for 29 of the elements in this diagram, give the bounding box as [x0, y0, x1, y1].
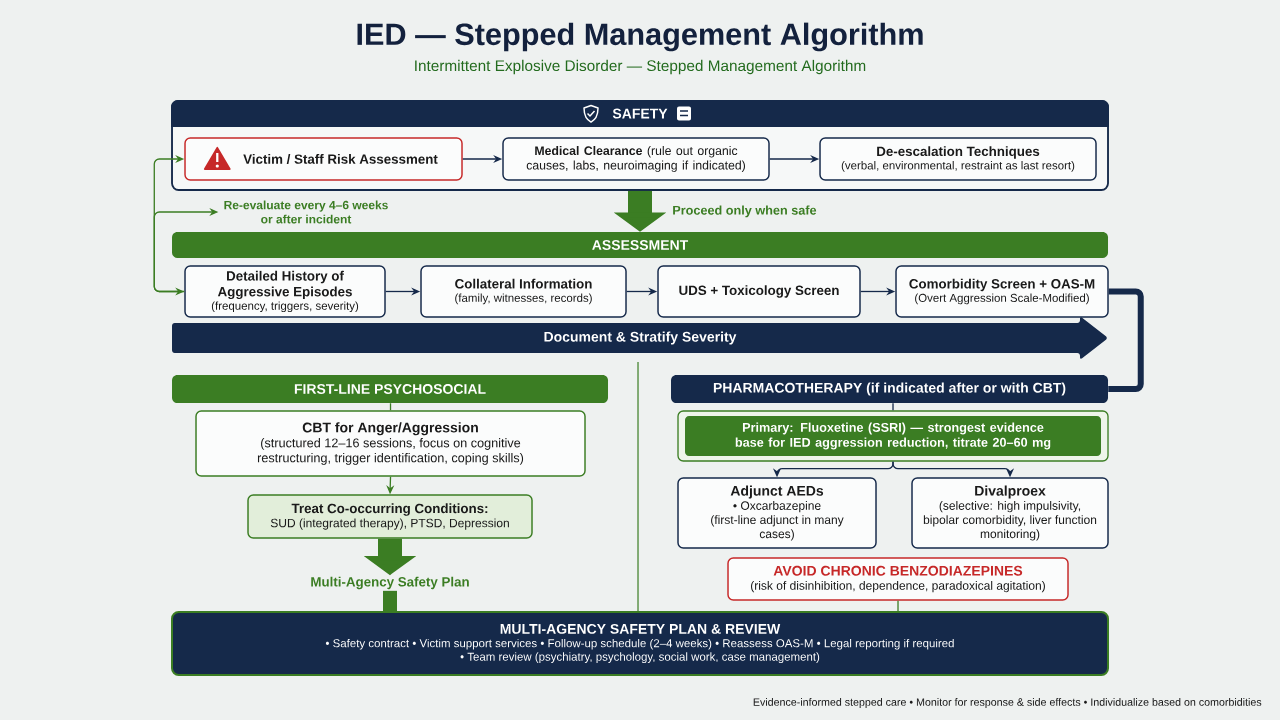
process-box: Victim / Staff Risk Assessment	[184, 137, 463, 181]
warning-box: AVOID CHRONIC BENZODIAZEPINES (risk of disinhibition, dependence, paradoxical agitation)	[727, 557, 1069, 601]
process-box: UDS + Toxicology Screen	[657, 265, 861, 318]
step-label: Multi-Agency Safety Plan	[311, 576, 469, 590]
connector-line	[383, 590, 397, 611]
arrow-banner: Document & Stratify Severity	[172, 317, 1107, 359]
process-box: CBT for Anger/Aggression (structured 12–16 sessions, focus on cognitive restructuring, trigger identification, coping skills)	[195, 410, 586, 477]
process-box: Divalproex (selective: high impulsivity, bipolar comorbidity, liver function monitoring)	[911, 477, 1109, 549]
connector-line	[892, 402, 894, 411]
footnote: Evidence-informed stepped care • Monitor for response & side effects • Individualize based on comorbidities	[753, 698, 1262, 708]
process-box: Adjunct AEDs • Oxcarbazepine (first-line adjunct in many cases)	[677, 477, 877, 549]
process-box: De-escalation Techniques (verbal, environmental, restraint as last resort)	[819, 137, 1097, 181]
process-box: Detailed History of Aggressive Episodes (frequency, triggers, severity)	[184, 265, 386, 318]
subtitle: Intermittent Explosive Disorder — Stepped Management Algorithm	[415, 59, 866, 75]
connector-line	[897, 600, 899, 612]
section-bar: FIRST-LINE PSYCHOSOCIAL	[172, 375, 608, 403]
process-box: Treat Co-occurring Conditions: SUD (integrated therapy), PTSD, Depression	[247, 494, 533, 539]
edge-label: Proceed only when safe	[670, 203, 819, 220]
process-box: Collateral Information (family, witnesses, records)	[420, 265, 627, 318]
process-box: Comorbidity Screen + OAS-M (Overt Aggression Scale-Modified)	[895, 265, 1109, 318]
process-box: Medical Clearance (rule out organic causes, labs, neuroimaging if indicated)	[502, 137, 770, 181]
section-bar: PHARMACOTHERAPY (if indicated after or with CBT)	[671, 375, 1108, 403]
title: IED — Stepped Management Algorithm	[357, 22, 923, 52]
summary-panel: MULTI-AGENCY SAFETY PLAN & REVIEW • Safety contract • Victim support services • Follow-up schedule (2–4 weeks) • Reassess OAS-M • Legal reporting if required • Team review (psychiatry, psychology, social work, case management)	[171, 611, 1109, 676]
connector-line	[1108, 288, 1144, 392]
connector-line	[389, 402, 392, 411]
recommendation-box: Primary: Fluoxetine (SSRI) — strongest evidence base for IED aggression reduction, titrate 20–60 mg	[677, 410, 1109, 462]
annotation: Re-evaluate every 4–6 weeks or after incident	[224, 200, 388, 224]
panel-header: SAFETY	[171, 100, 1109, 128]
